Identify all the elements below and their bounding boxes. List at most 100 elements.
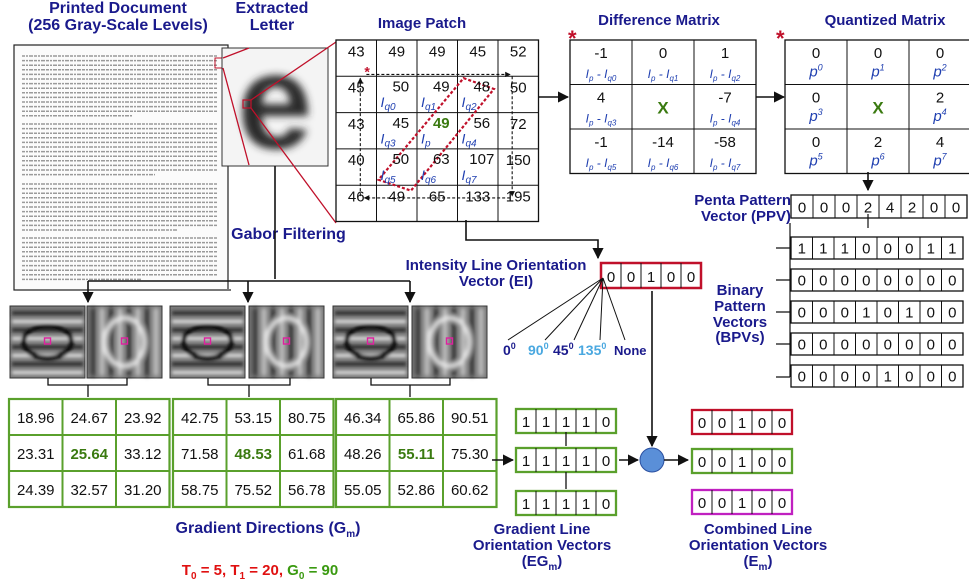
g0-b: = 90 — [304, 562, 339, 579]
patch-to-ei-arrow — [465, 220, 604, 260]
diff-border — [569, 39, 757, 175]
eg-vector-digit: 1 — [562, 496, 570, 513]
diff-cell-value: -1 — [594, 45, 607, 62]
gabor-stripe — [335, 311, 406, 315]
patch-cell-value: 52 — [510, 43, 527, 60]
bpv-digit: 0 — [798, 305, 806, 322]
gabor-bracket-1 — [47, 378, 128, 397]
zoom-line-4 — [250, 107, 337, 224]
ei-digit: 0 — [607, 269, 615, 286]
patch-q-label: Iq6 — [421, 167, 436, 186]
quant-cell-label: p2 — [932, 62, 946, 80]
gray-levels-label: (256 Gray-Scale Levels) — [28, 16, 208, 34]
gabor-stripe — [91, 308, 95, 376]
gabor-stripe — [172, 362, 243, 366]
quant-cell-label: p3 — [808, 107, 822, 125]
patch-cell-value: 49 — [429, 43, 446, 60]
eg-vector-digit: 1 — [562, 414, 570, 431]
combined-vector-digit: 0 — [698, 415, 706, 432]
gabor-stripe — [12, 311, 83, 315]
gabor-stripe — [479, 308, 483, 376]
gabor-stripe — [425, 308, 429, 376]
g0-label: G0 = 90 — [287, 562, 339, 582]
quant-cell-label: p4 — [932, 107, 946, 125]
eg-vector-border — [514, 446, 618, 474]
ppv-digit: 0 — [952, 199, 960, 216]
bpv-digit: 1 — [819, 241, 827, 258]
ei-label-line2: Vector (EI) — [458, 272, 534, 290]
combiner-circle — [639, 447, 665, 473]
gabor-stripe — [12, 362, 83, 366]
eg-line3: (EGm) — [452, 553, 632, 574]
patch-star: * — [364, 63, 370, 79]
gabor-pixel-marker — [120, 337, 129, 345]
bpv-digit: 0 — [948, 369, 956, 386]
quant-cell-value: 0 — [812, 134, 820, 151]
combined-vector-digit: 0 — [778, 454, 786, 471]
gabor-filter-images — [9, 305, 488, 379]
zoom-line-2 — [222, 67, 250, 166]
gabor-stripe — [118, 308, 122, 376]
gabor-pixel-marker — [43, 337, 52, 345]
quant-center-x: X — [872, 98, 884, 117]
g0-a: G — [287, 562, 299, 579]
gabor-stripe — [316, 308, 320, 376]
cl-line2: Orientation Vectors — [688, 536, 828, 554]
gabor-stripe — [12, 319, 83, 324]
bpv-label-line3: Vectors — [712, 313, 768, 331]
combined-vector-digit: 0 — [758, 454, 766, 471]
diff-cell-formula: Ip - Iq5 — [586, 156, 617, 172]
gradient-cell-value: 58.75 — [181, 482, 219, 499]
gradient-directions-label: Gradient Directions (Gm) — [148, 520, 388, 541]
gradient-cell-value: 71.58 — [181, 446, 219, 463]
quant-cell-value: 0 — [936, 45, 944, 62]
combined-line-vectors-label: Combined Line Orientation Vectors (Em) — [660, 522, 856, 573]
bpv-label-line1: Binary — [716, 282, 764, 299]
gabor-ring — [102, 316, 147, 368]
gabor-pattern — [416, 308, 483, 376]
eg-vector-digit: 1 — [542, 496, 550, 513]
bpv-digit: 1 — [798, 241, 806, 258]
bpv-digit: 1 — [884, 369, 892, 386]
gradient-cell-value: 60.62 — [451, 482, 489, 499]
combined-vector-border — [690, 408, 794, 436]
document-page — [13, 44, 229, 291]
patch-cell-value: 50 — [392, 79, 409, 96]
gabor-stripe — [271, 308, 275, 376]
bpv-digit: 0 — [884, 241, 892, 258]
gabor-stripe — [127, 308, 131, 376]
patch-cell-value: 72 — [510, 116, 527, 133]
letter-label: Letter — [249, 16, 295, 34]
ei-label-line1: Intensity Line Orientation — [405, 257, 587, 274]
gabor-ring — [427, 316, 472, 368]
gabor-pixel-marker — [445, 337, 454, 345]
diff-cell-value: 0 — [659, 45, 667, 62]
combined-vector-border — [690, 447, 794, 475]
patch-q-label: Iq3 — [381, 130, 396, 149]
gabor-filter-image — [248, 305, 325, 379]
gabor-stripe — [172, 345, 243, 349]
patch-cell-value: 50 — [392, 151, 409, 168]
gabor-stripe — [434, 308, 438, 376]
gradient-cell-value: 25.64 — [70, 446, 108, 463]
gradient-table-border — [334, 397, 498, 509]
ei-digit: 0 — [687, 269, 695, 286]
bpv-digit: 0 — [862, 241, 870, 258]
bpv-digit: 1 — [927, 241, 935, 258]
angle-90-label: 900 — [528, 341, 549, 358]
gabor-stripe — [109, 308, 113, 376]
gradient-cell-value: 46.34 — [344, 410, 382, 427]
extracted-label: Extracted — [235, 0, 309, 17]
combined-vector-border — [690, 488, 794, 516]
t1-b: = 20, — [245, 562, 288, 579]
gabor-stripe — [172, 319, 243, 324]
gabor-ring — [21, 323, 74, 361]
patch-q-label: Iq2 — [462, 94, 477, 113]
gabor-filter-image — [9, 305, 86, 379]
diff-cell-formula: Ip - Iq1 — [648, 67, 679, 83]
patch-border — [335, 39, 540, 223]
diff-cell-formula: Ip - Iq7 — [710, 156, 741, 172]
